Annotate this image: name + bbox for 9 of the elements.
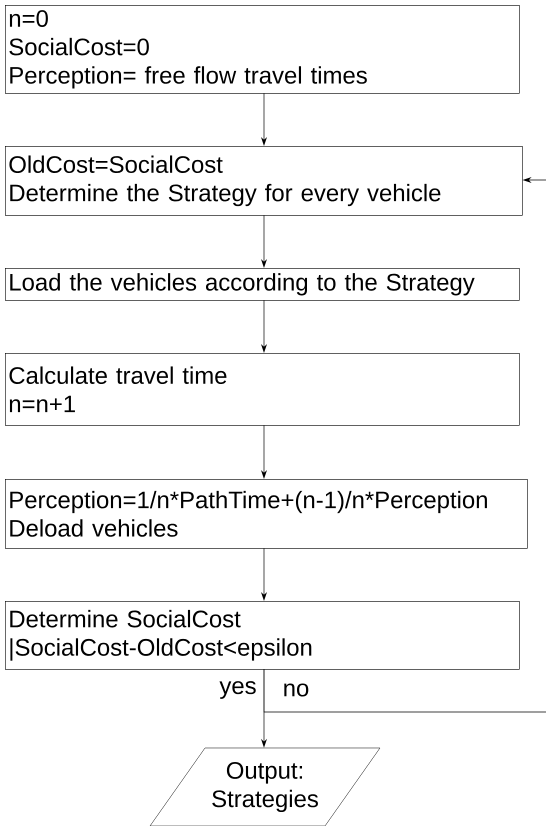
edge-label: yes <box>218 680 258 700</box>
process-box: Determine SocialCost |SocialCost-OldCost<epsilon <box>5 601 520 670</box>
process-box: OldCost=SocialCost Determine the Strategy for every vehicle <box>5 146 523 216</box>
process-box: Calculate travel time n=n+1 <box>5 353 520 426</box>
process-box: n=0 SocialCost=0 Perception= free flow travel times <box>5 5 520 94</box>
edge-label: no <box>282 682 310 698</box>
process-box: Load the vehicles according to the Strategy <box>5 268 520 301</box>
process-box: Perception=1/n*PathTime+(n-1)/n*Perception Deload vehicles <box>5 479 528 549</box>
output-parallelogram: Output: Strategies <box>150 748 380 826</box>
